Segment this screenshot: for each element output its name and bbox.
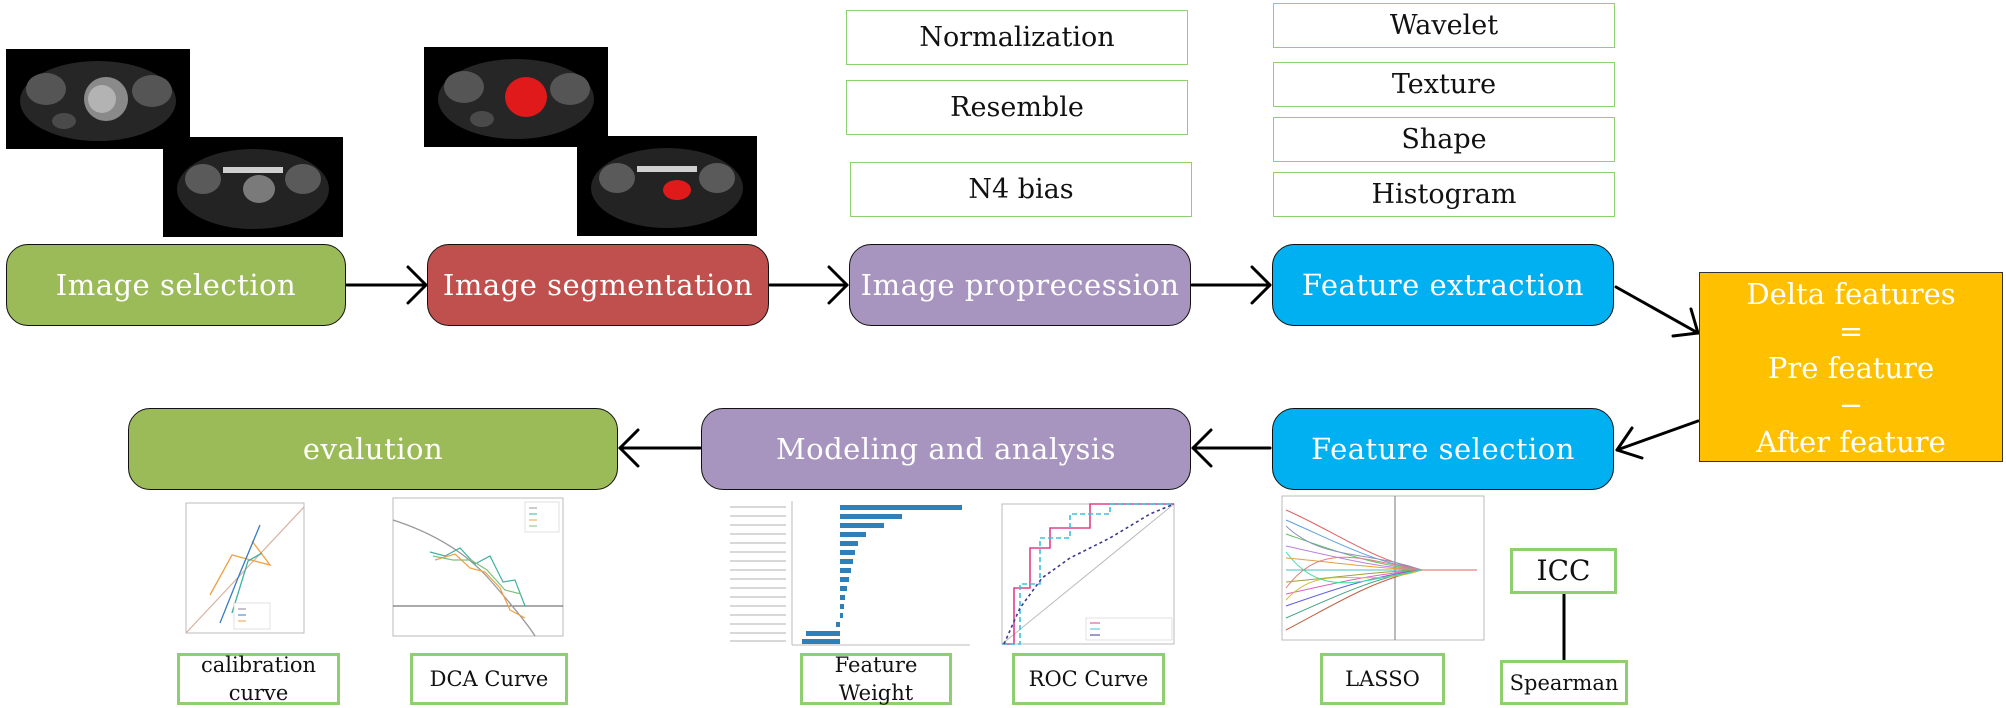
- delta-line-1: Delta features: [1746, 277, 1956, 311]
- calibration-label-line-1: calibration: [200, 653, 317, 677]
- stage-modeling-analysis-label: Modeling and analysis: [775, 432, 1117, 466]
- feature-weight-label-line-2: Weight: [838, 681, 914, 705]
- icc-label: ICC: [1536, 554, 1591, 587]
- preprocess-normalization-label: Normalization: [919, 22, 1115, 53]
- roc-label: ROC Curve: [1028, 667, 1149, 691]
- spearman-label: Spearman: [1509, 670, 1619, 695]
- feature-shape-label: Shape: [1401, 124, 1487, 155]
- feature-weight-label-line-1: Feature: [834, 653, 918, 677]
- label-icc: ICC: [1510, 548, 1617, 594]
- mri-image-1: [6, 49, 190, 149]
- label-calibration-curve: calibration curve: [177, 653, 340, 705]
- feature-histogram: Histogram: [1273, 172, 1615, 217]
- stage-image-preprocessing: Image proprecession: [849, 244, 1191, 326]
- stage-image-segmentation: Image segmentation: [427, 244, 769, 326]
- feature-texture: Texture: [1273, 62, 1615, 107]
- label-lasso: LASSO: [1320, 653, 1445, 705]
- stage-feature-selection-label: Feature selection: [1311, 432, 1575, 466]
- dca-label: DCA Curve: [429, 667, 549, 691]
- stage-evaluation-label: evalution: [302, 432, 444, 466]
- stage-image-preprocessing-label: Image proprecession: [860, 268, 1180, 302]
- feature-texture-label: Texture: [1391, 69, 1497, 100]
- stage-image-selection-label: Image selection: [55, 268, 297, 302]
- delta-line-2: =: [1838, 314, 1864, 348]
- calibration-plot-thumbnail: [160, 495, 310, 645]
- mri-image-2: [163, 137, 343, 237]
- label-dca-curve: DCA Curve: [410, 653, 568, 705]
- delta-line-3: Pre feature: [1767, 351, 1935, 385]
- label-roc-curve: ROC Curve: [1012, 653, 1165, 705]
- preprocess-resemble: Resemble: [846, 80, 1188, 135]
- preprocess-resemble-label: Resemble: [950, 92, 1084, 123]
- delta-features-box: Delta features = Pre feature − After fea…: [1699, 272, 2003, 462]
- delta-line-4: −: [1838, 388, 1864, 422]
- preprocess-n4-bias-label: N4 bias: [968, 174, 1074, 205]
- feature-histogram-label: Histogram: [1371, 179, 1517, 210]
- roc-plot-thumbnail: [990, 498, 1180, 653]
- label-feature-weight: Feature Weight: [800, 653, 952, 705]
- feature-weight-plot-thumbnail: [720, 495, 975, 653]
- label-spearman: Spearman: [1500, 660, 1628, 705]
- stage-feature-selection: Feature selection: [1272, 408, 1614, 490]
- stage-modeling-analysis: Modeling and analysis: [701, 408, 1191, 490]
- feature-shape: Shape: [1273, 117, 1615, 162]
- stage-image-selection: Image selection: [6, 244, 346, 326]
- preprocess-normalization: Normalization: [846, 10, 1188, 65]
- preprocess-n4-bias: N4 bias: [850, 162, 1192, 217]
- feature-wavelet-label: Wavelet: [1389, 10, 1499, 41]
- stage-image-segmentation-label: Image segmentation: [442, 268, 754, 302]
- stage-evaluation: evalution: [128, 408, 618, 490]
- lasso-label: LASSO: [1345, 667, 1420, 691]
- dca-plot-thumbnail: [375, 490, 570, 645]
- arrow-delta-to-selection: [1615, 419, 1700, 452]
- calibration-label-line-2: curve: [228, 681, 289, 705]
- feature-wavelet: Wavelet: [1273, 3, 1615, 48]
- stage-feature-extraction: Feature extraction: [1272, 244, 1614, 326]
- mri-segmented-image-1: [424, 47, 608, 147]
- stage-feature-extraction-label: Feature extraction: [1301, 268, 1585, 302]
- lasso-plot-thumbnail: [1272, 490, 1492, 650]
- arrow-extraction-to-delta: [1614, 285, 1700, 335]
- mri-segmented-image-2: [577, 136, 757, 236]
- delta-line-5: After feature: [1756, 425, 1946, 459]
